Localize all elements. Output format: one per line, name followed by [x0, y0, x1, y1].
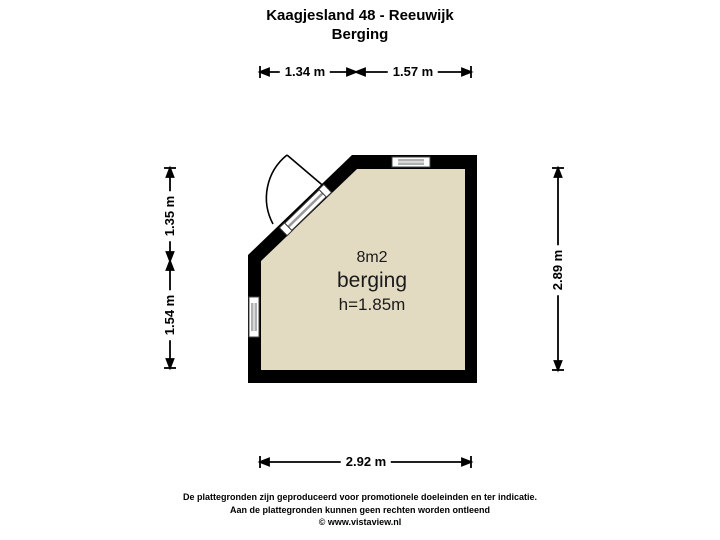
dim-label-left-lower: 1.54 m — [161, 289, 179, 341]
door-opening — [278, 183, 333, 237]
footer-disclaimer: De plattegronden zijn geproduceerd voor … — [0, 491, 720, 529]
dim-label-top-left: 1.34 m — [279, 63, 331, 81]
dim-label-left-upper: 1.35 m — [161, 190, 179, 242]
door-swing-arc — [265, 154, 288, 225]
door — [265, 154, 333, 237]
door-leaf — [286, 154, 328, 190]
page-title-line2: Berging — [331, 26, 389, 43]
footer-copyright: © www.vistaview.nl — [318, 517, 402, 527]
footer-disclaimer-line1: De plattegronden zijn geproduceerd voor … — [182, 492, 538, 502]
dim-line-bottom — [257, 456, 474, 468]
page-title: Kaagjesland 48 - Reeuwijk Berging — [0, 6, 720, 44]
dim-label-right: 2.89 m — [549, 244, 567, 296]
window-top — [391, 156, 431, 168]
dim-label-top-right: 1.57 m — [387, 63, 439, 81]
dim-label-bottom: 2.92 m — [340, 453, 392, 471]
footer-disclaimer-line2: Aan de plattegronden kunnen geen rechten… — [229, 504, 491, 515]
room-floor — [261, 169, 465, 370]
room-height-label: h=1.85m — [338, 295, 406, 314]
page-title-line1: Kaagjesland 48 - Reeuwijk — [266, 7, 454, 24]
window-left — [248, 296, 260, 338]
room-area-label: 8m2 — [356, 249, 388, 266]
room-name-label: berging — [336, 269, 408, 292]
